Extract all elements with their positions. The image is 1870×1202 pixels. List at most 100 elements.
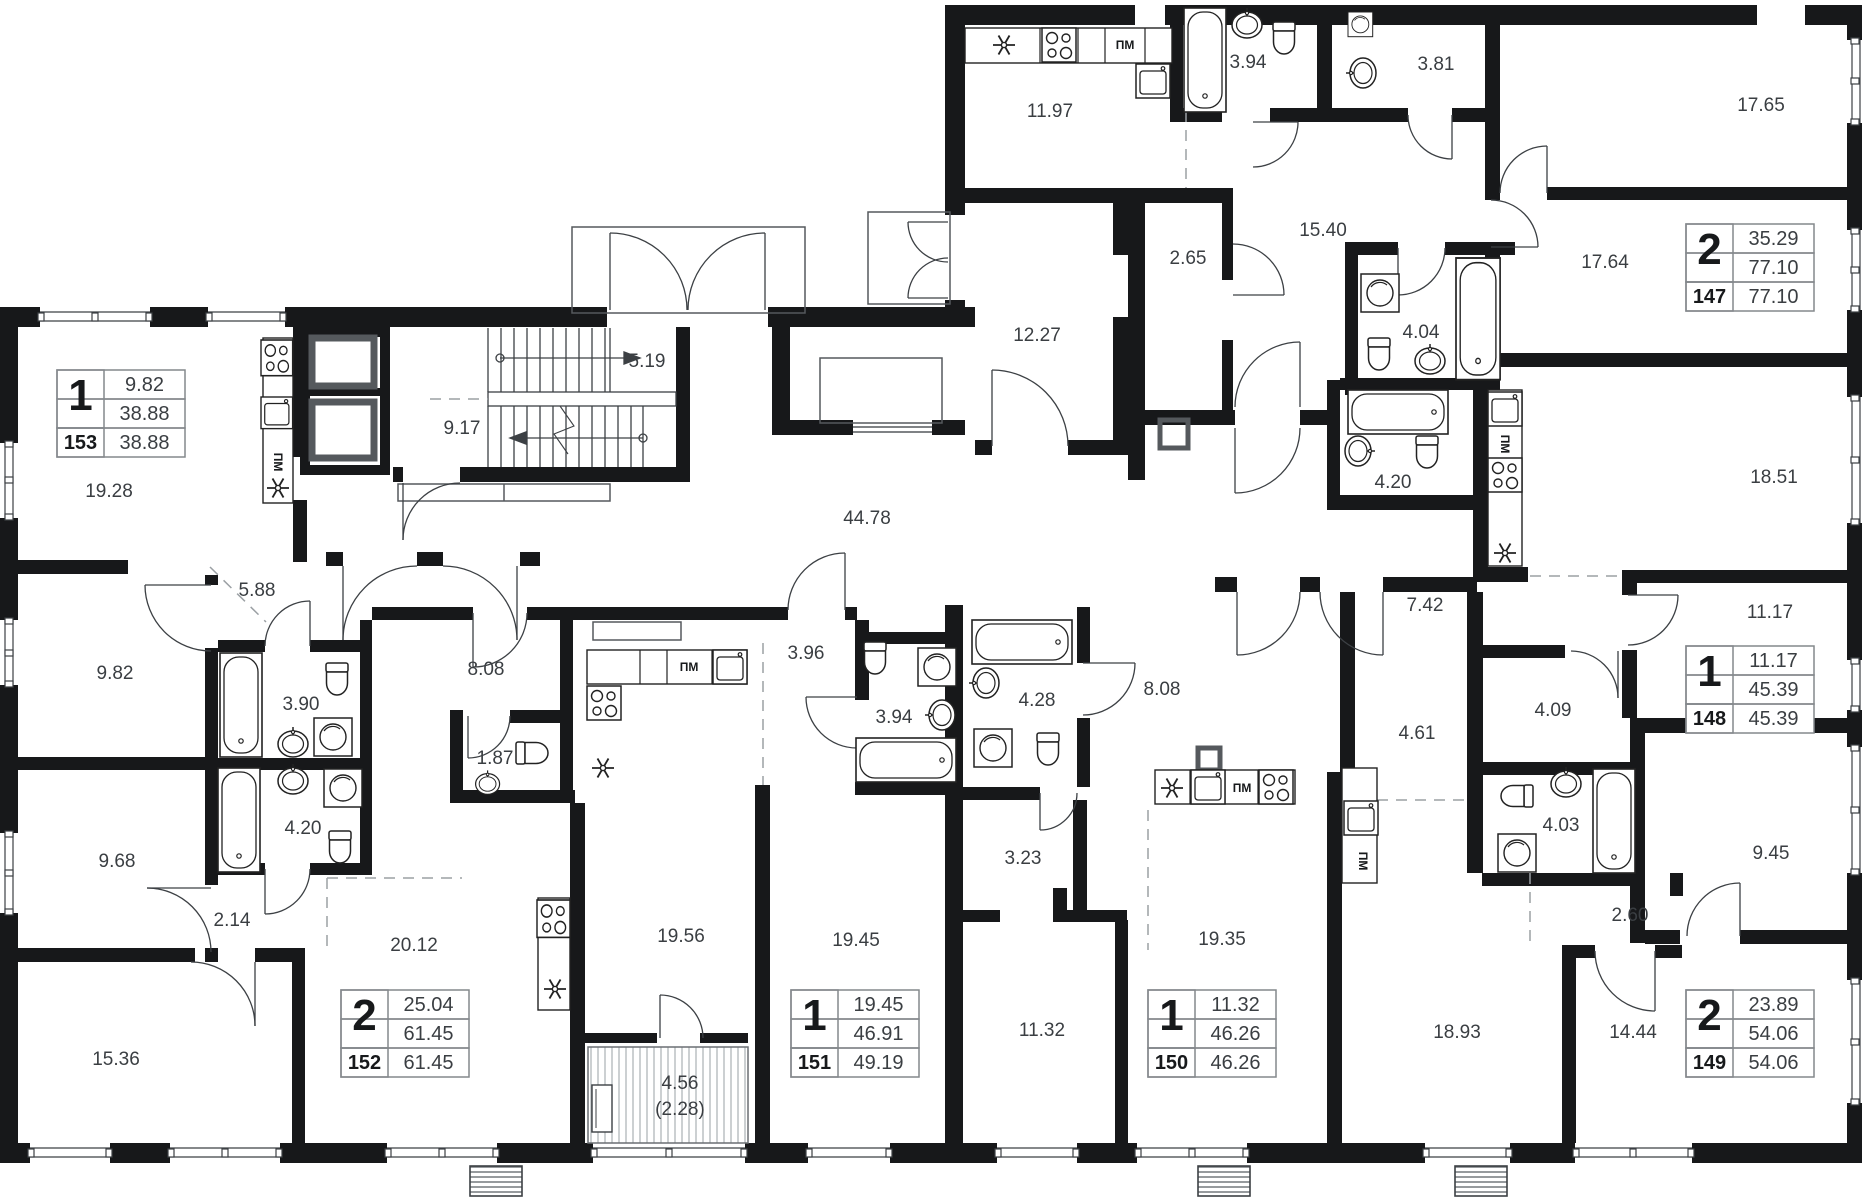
room-area-label: 4.28 [1019,690,1056,711]
room-area-label: 2.14 [214,910,251,931]
washer-icon [323,768,363,808]
room-area-label: 17.65 [1737,95,1785,116]
room-area-label: 17.64 [1581,252,1629,273]
apartment-table-value: 54.06 [1748,1052,1798,1074]
apartment-table-value: 77.10 [1748,286,1798,308]
kitchen-sink-icon [1487,391,1523,427]
room-area-label: 1.87 [477,748,514,769]
stove-icon [586,685,622,721]
apartment-table-value: 38.88 [119,432,169,454]
room-area-label: 5.19 [629,351,666,372]
room-area-label: 12.27 [1013,325,1061,346]
room-area-label: 9.17 [444,418,481,439]
stove-icon [260,339,294,377]
dishwasher-label: ПМ [1233,781,1252,795]
windows [4,37,1861,1158]
apartment-table-value: 25.04 [403,994,453,1016]
kitchen-sink-icon [712,649,748,685]
apartment-info-table: 2 147 35.29 77.10 77.10 [1685,223,1815,312]
doors [144,114,1741,1039]
dishwasher-label: ПМ [680,660,699,674]
apartment-table-value: 54.06 [1748,1023,1798,1045]
room-area-label: 8.08 [468,659,505,680]
room-area-label: 11.17 [1747,602,1793,623]
room-area-label: 18.51 [1750,467,1798,488]
apartment-table-value: 19.45 [853,994,903,1016]
room-area-label: 19.28 [85,481,133,502]
apartment-table-value: 152 [348,1052,381,1074]
apartment-table-value: 147 [1693,286,1726,308]
bathtub-icon [217,767,261,873]
apartment-table-value: 2 [1697,225,1721,274]
apartment-table-value: 149 [1693,1052,1726,1074]
washer-icon [1497,833,1537,873]
toilet-icon [1367,337,1391,371]
dishwasher-label: ПМ [271,453,285,472]
stove-icon [1487,457,1523,493]
apartment-table-value: 35.29 [1748,228,1798,250]
toilet-icon [1415,435,1439,469]
room-area-label: 3.96 [788,643,825,664]
room-area-label: 9.68 [99,851,136,872]
apartment-table-value: 2 [1697,991,1721,1040]
room-area-label: 9.45 [1753,843,1790,864]
room-area-label: 3.90 [283,694,320,715]
apartment-table-value: 77.10 [1748,257,1798,279]
balcony-coef-label: (2.28) [655,1099,705,1120]
stove-icon [1041,27,1077,63]
apartment-table-value: 61.45 [403,1052,453,1074]
washer-icon [313,717,353,757]
kitchen-sink-icon [1190,769,1226,805]
toilet-icon [1036,732,1060,766]
room-area-label: 44.78 [843,508,891,529]
bathtub-icon [1183,7,1227,113]
room-area-label: 15.36 [92,1049,140,1070]
dishwasher-label: ПМ [1356,852,1370,871]
kitchen-sink-icon [260,396,294,430]
bathtub-icon [1455,257,1502,381]
room-area-label: 2.60 [1612,905,1649,926]
room-area-label: 4.09 [1535,700,1572,721]
bathtub-icon [855,737,957,783]
bathtub-icon [1592,768,1636,874]
thin-structures [308,211,1223,773]
apartment-table-value: 11.32 [1211,994,1260,1016]
room-area-label: 11.32 [1019,1020,1065,1041]
bathtub-icon [971,619,1073,665]
room-area-label: 2.65 [1170,248,1207,269]
room-area-label: 3.23 [1005,848,1042,869]
apartment-table-value: 1 [802,991,826,1040]
apartment-table-value: 49.19 [853,1052,903,1074]
toilet-icon [1272,21,1296,55]
room-area-label: 3.81 [1418,54,1455,75]
apartment-table-value: 1 [1159,991,1183,1040]
apartment-table-value: 9.82 [125,374,164,396]
apartment-table-value: 45.39 [1748,708,1798,730]
toilet-icon [325,662,349,696]
apartment-table-value: 45.39 [1748,679,1798,701]
facade-markers [469,1165,1508,1197]
room-area-label: 14.44 [1609,1022,1657,1043]
apartment-table-value: 61.45 [403,1023,453,1045]
bathtub-icon [219,652,263,758]
kitchen-sink-icon [1343,800,1379,836]
washer-icon [973,728,1013,768]
room-area-label: 20.12 [390,935,438,956]
apartment-tables: 11539.8238.8838.88214735.2977.1077.10114… [56,223,1815,1078]
room-area-label: 4.20 [1375,472,1412,493]
room-area-label: 4.04 [1403,322,1440,343]
room-area-label: 4.03 [1543,815,1580,836]
toilet-icon [515,741,549,765]
kitchen-fixtures [260,27,1523,1011]
room-area-label: 18.93 [1433,1022,1481,1043]
washer-icon [917,647,957,687]
bathtub-icon [1347,389,1449,435]
toilet-icon [1500,784,1534,808]
room-area-label: 19.56 [657,926,705,947]
room-labels: 19.289.175.195.889.823.904.209.682.1415.… [85,52,1798,1120]
